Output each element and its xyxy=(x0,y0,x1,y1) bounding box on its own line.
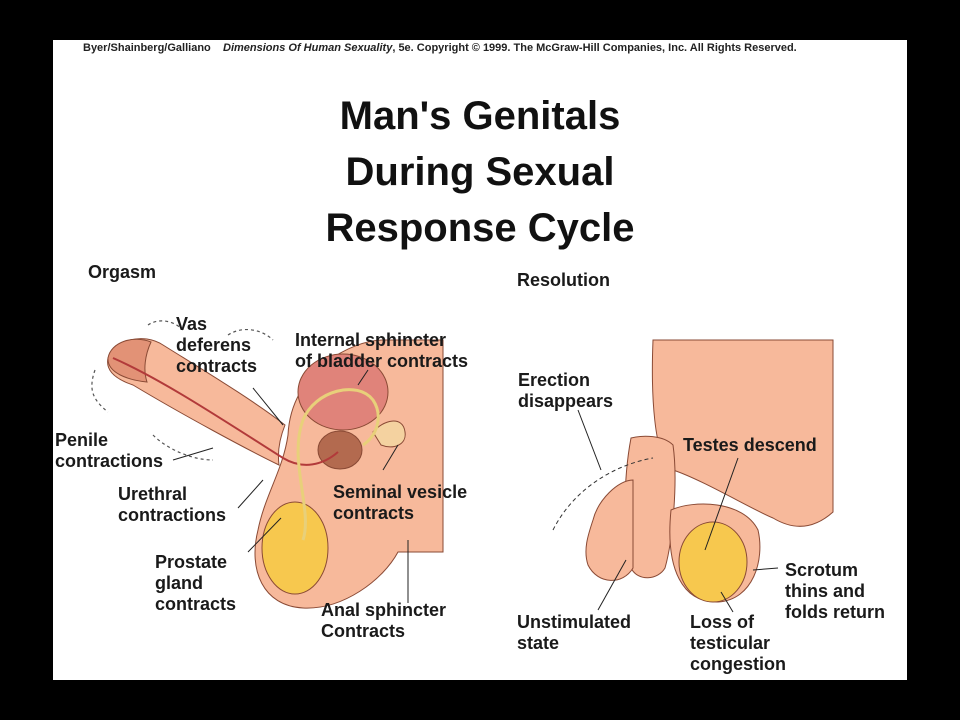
orgasm-leader-lines xyxy=(172,369,409,603)
label-loss-line-1: Loss of xyxy=(690,612,755,632)
label-prostate-line-3: contracts xyxy=(155,594,237,614)
slide: Byer/Shainberg/Galliano Dimensions Of Hu… xyxy=(53,40,907,680)
orgasm-prostate xyxy=(317,430,363,470)
label-urethral-contractions: Urethral contractions xyxy=(118,484,226,526)
orgasm-testis xyxy=(261,501,329,595)
label-testes-line-1: Testes descend xyxy=(683,435,817,455)
orgasm-illustration xyxy=(91,320,444,609)
resolution-illustration xyxy=(552,339,834,613)
title-line-3: Response Cycle xyxy=(325,206,635,250)
resolution-heading: Resolution xyxy=(517,270,610,290)
label-vas-line-3: contracts xyxy=(176,356,258,376)
orgasm-vas-deferens xyxy=(296,388,380,541)
credit-book-title: Dimensions Of Human Sexuality xyxy=(223,42,393,54)
label-prostate-line-1: Prostate xyxy=(155,552,228,572)
label-internal-sphincter: Internal sphincter of bladder contracts xyxy=(295,330,468,372)
label-penile-contractions: Penile contractions xyxy=(55,430,163,472)
orgasm-heading: Orgasm xyxy=(88,262,157,282)
label-urethral-line-1: Urethral xyxy=(118,484,188,504)
label-unstimulated-state: Unstimulated state xyxy=(517,612,631,654)
label-scrotum-line-2: thins and xyxy=(785,581,865,601)
resolution-lower-body xyxy=(585,479,634,581)
label-sphincter-line-1: Internal sphincter xyxy=(295,330,447,350)
label-testes-descend: Testes descend xyxy=(683,435,817,456)
label-prostate-gland: Prostate gland contracts xyxy=(155,552,236,615)
label-seminal-line-2: contracts xyxy=(333,503,415,523)
orgasm-urethra xyxy=(112,357,339,466)
resolution-body xyxy=(651,339,834,527)
label-vas-line-2: deferens xyxy=(176,335,252,355)
label-vas-line-1: Vas xyxy=(176,314,208,334)
label-loss-of-congestion: Loss of testicular congestion xyxy=(690,612,786,675)
title-line-1: Man's Genitals xyxy=(339,94,621,138)
label-seminal-line-1: Seminal vesicle xyxy=(333,482,468,502)
label-scrotum-thins: Scrotum thins and folds return xyxy=(785,560,885,623)
label-unstim-line-1: Unstimulated xyxy=(517,612,632,632)
label-loss-line-3: congestion xyxy=(690,654,787,674)
label-sphincter-line-2: of bladder contracts xyxy=(295,351,469,371)
label-loss-line-2: testicular xyxy=(690,633,771,653)
label-urethral-line-2: contractions xyxy=(118,505,227,525)
label-scrotum-line-1: Scrotum xyxy=(785,560,859,580)
credit-authors: Byer/Shainberg/Galliano xyxy=(83,42,211,54)
label-seminal-vesicle: Seminal vesicle contracts xyxy=(333,482,467,524)
label-scrotum-line-3: folds return xyxy=(785,602,886,622)
resolution-erection-ghost xyxy=(552,457,654,531)
label-unstim-line-2: state xyxy=(517,633,560,653)
credit-copyright: , 5e. Copyright © 1999. The McGraw-Hill … xyxy=(392,42,797,54)
copyright-credit: Byer/Shainberg/Galliano Dimensions Of Hu… xyxy=(83,42,797,54)
resolution-leader-lines xyxy=(577,409,779,613)
resolution-testis xyxy=(678,521,748,603)
orgasm-seminal-vesicle xyxy=(372,420,406,448)
label-erection-line-1: Erection xyxy=(518,370,591,390)
label-penile-line-1: Penile xyxy=(55,430,109,450)
label-erection-disappears: Erection disappears xyxy=(518,370,613,412)
diagram-art xyxy=(91,320,834,613)
label-anal-sphincter: Anal sphincter Contracts xyxy=(321,600,446,642)
orgasm-penis xyxy=(107,338,286,466)
orgasm-motion-lines xyxy=(91,320,274,461)
label-penile-line-2: contractions xyxy=(55,451,164,471)
label-anal-line-1: Anal sphincter xyxy=(321,600,447,620)
label-erection-line-2: disappears xyxy=(518,391,614,411)
title-line-2: During Sexual xyxy=(345,150,615,194)
label-vas-deferens: Vas deferens contracts xyxy=(176,314,257,377)
label-prostate-line-2: gland xyxy=(155,573,203,593)
label-anal-line-2: Contracts xyxy=(321,621,406,641)
page-title: Man's Genitals During Sexual Response Cy… xyxy=(53,88,907,256)
